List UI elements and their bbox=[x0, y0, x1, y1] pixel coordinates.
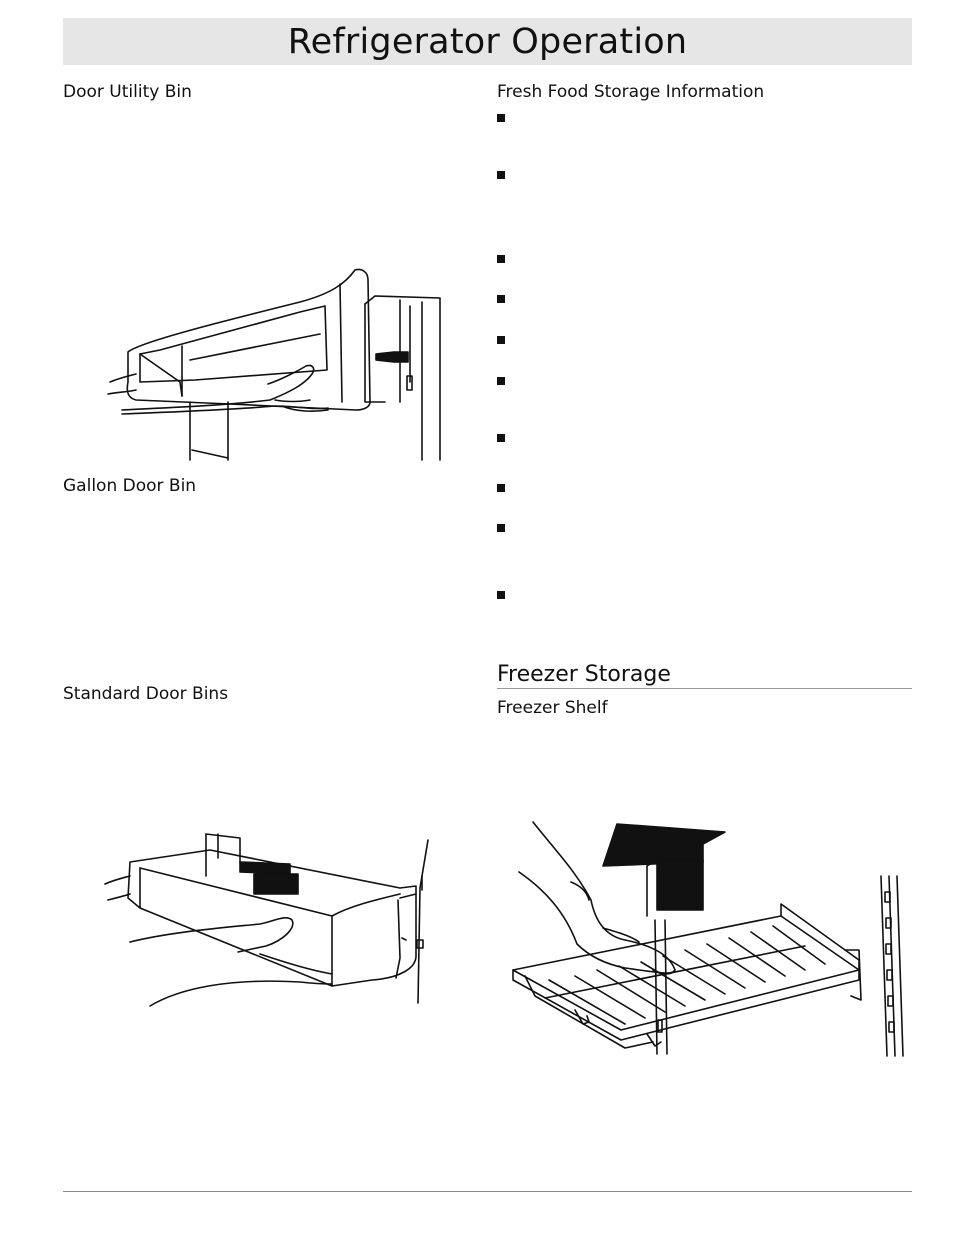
bullet-marker bbox=[497, 484, 505, 492]
footer-rule bbox=[63, 1191, 912, 1192]
page-title: Refrigerator Operation bbox=[287, 21, 688, 62]
standard-door-bin-illustration bbox=[100, 828, 440, 1013]
page-title-bar: Refrigerator Operation bbox=[63, 18, 912, 65]
gallon-door-bin-heading: Gallon Door Bin bbox=[63, 476, 197, 496]
standard-door-bins-heading: Standard Door Bins bbox=[63, 684, 229, 704]
bullet-marker bbox=[497, 434, 505, 442]
freezer-storage-heading: Freezer Storage bbox=[497, 662, 912, 689]
bullet-marker bbox=[497, 295, 505, 303]
bullet-marker bbox=[497, 524, 505, 532]
door-utility-bin-illustration bbox=[100, 262, 445, 462]
bullet-marker bbox=[497, 336, 505, 344]
bullet-marker bbox=[497, 255, 505, 263]
door-utility-bin-heading: Door Utility Bin bbox=[63, 82, 192, 102]
bullet-marker bbox=[497, 114, 505, 122]
fresh-food-bullet-list bbox=[497, 0, 907, 620]
bullet-marker bbox=[497, 377, 505, 385]
bullet-marker bbox=[497, 591, 505, 599]
freezer-shelf-heading: Freezer Shelf bbox=[497, 698, 608, 718]
freezer-shelf-illustration bbox=[505, 820, 910, 1060]
fresh-food-storage-heading: Fresh Food Storage Information bbox=[497, 82, 765, 102]
bullet-marker bbox=[497, 171, 505, 179]
